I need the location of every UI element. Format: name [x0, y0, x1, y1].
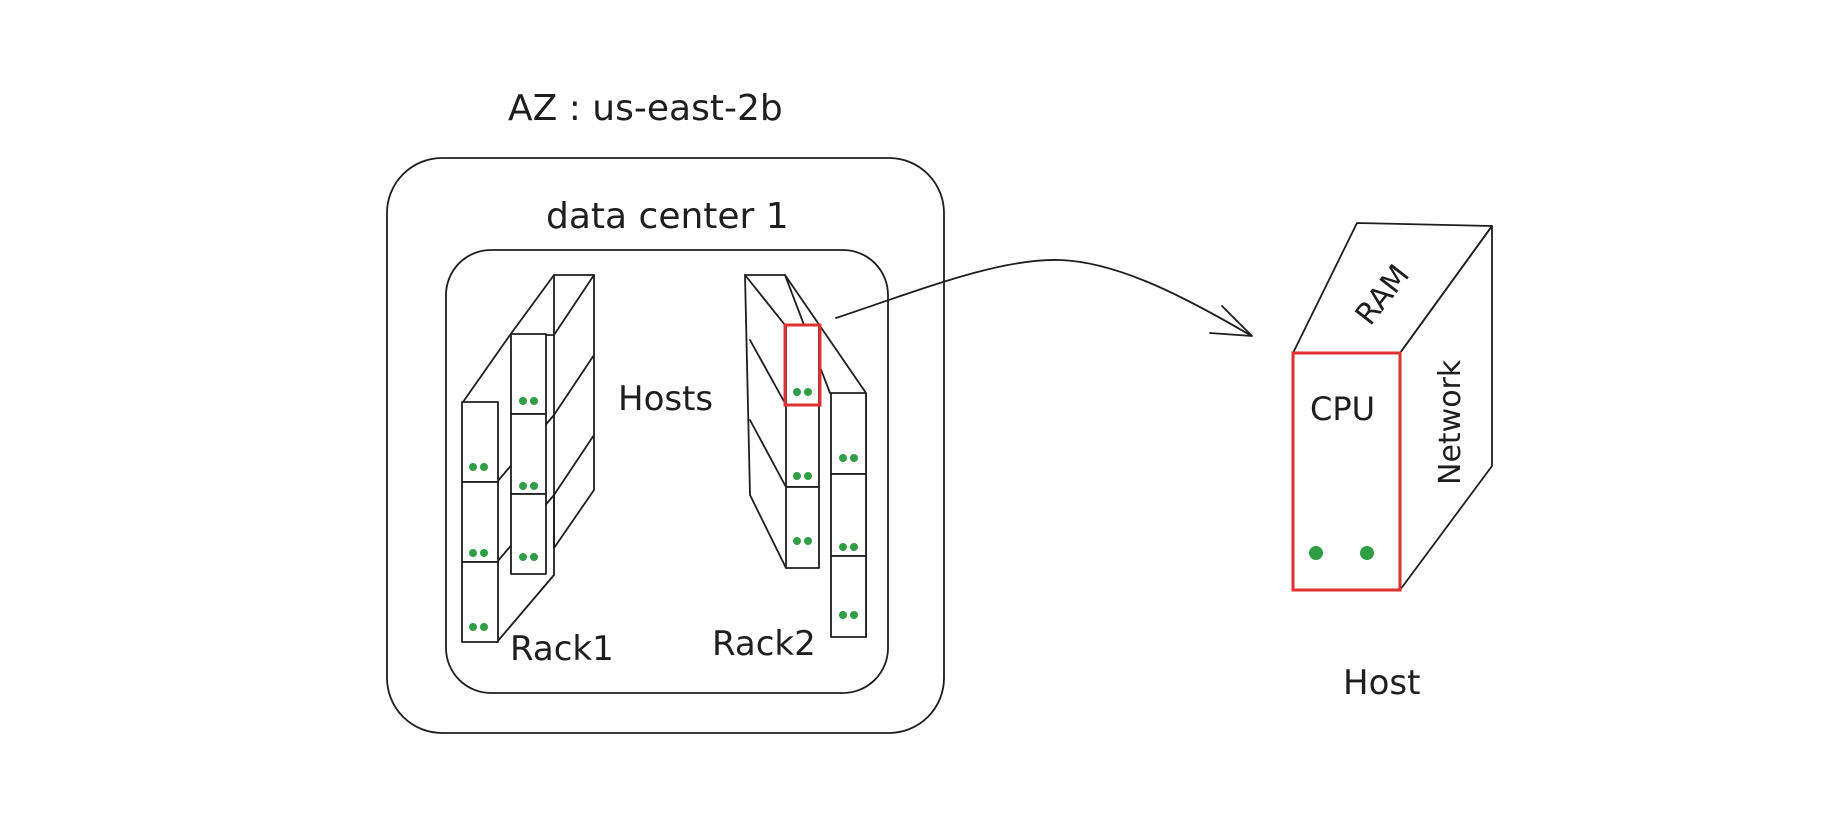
rack-2-host-unit [830, 555, 867, 638]
datacenter-title: data center 1 [546, 196, 789, 237]
datacenter-box [445, 249, 889, 694]
rack-1-host-unit [461, 561, 499, 643]
host-side-face [1399, 225, 1493, 591]
rack-1-label: Rack1 [510, 629, 614, 669]
rack-1-host-unit [510, 333, 547, 415]
host-front-face [1292, 352, 1401, 591]
host-label: Host [1343, 663, 1420, 703]
availability-zone-box [386, 157, 945, 734]
rack-2-host-unit [785, 486, 820, 569]
az-title: AZ : us-east-2b [508, 88, 783, 129]
rack-1-host-unit [510, 493, 547, 575]
hosts-label: Hosts [618, 379, 713, 419]
curved-arrow-icon [835, 259, 1253, 337]
rack-2-label: Rack2 [712, 624, 816, 664]
rack-2 [744, 274, 867, 638]
rack-1-host-unit [461, 401, 499, 483]
selected-host-highlight [783, 323, 822, 407]
rack-2-host-unit [830, 392, 867, 475]
rack-1 [461, 274, 595, 643]
rack-2-host-unit [830, 473, 867, 557]
rack-1-back-shelves [553, 274, 595, 496]
host-led [1360, 546, 1374, 560]
server-box-icon [1291, 222, 1493, 592]
rack-1-host-unit [461, 481, 499, 563]
ram-label: RAM [1349, 258, 1417, 332]
cpu-label: CPU [1310, 390, 1375, 428]
network-label: Network [1433, 359, 1468, 485]
rack-2-host-unit-selected [785, 324, 820, 406]
rack-1-status-leds [469, 397, 538, 631]
rack-2-status-leds [793, 388, 858, 619]
rack-1-host-unit [510, 413, 547, 495]
host-front-highlight [1291, 351, 1402, 592]
host-led [1309, 546, 1323, 560]
rack-2-host-unit [785, 404, 820, 488]
rack-2-shelves [749, 339, 787, 488]
